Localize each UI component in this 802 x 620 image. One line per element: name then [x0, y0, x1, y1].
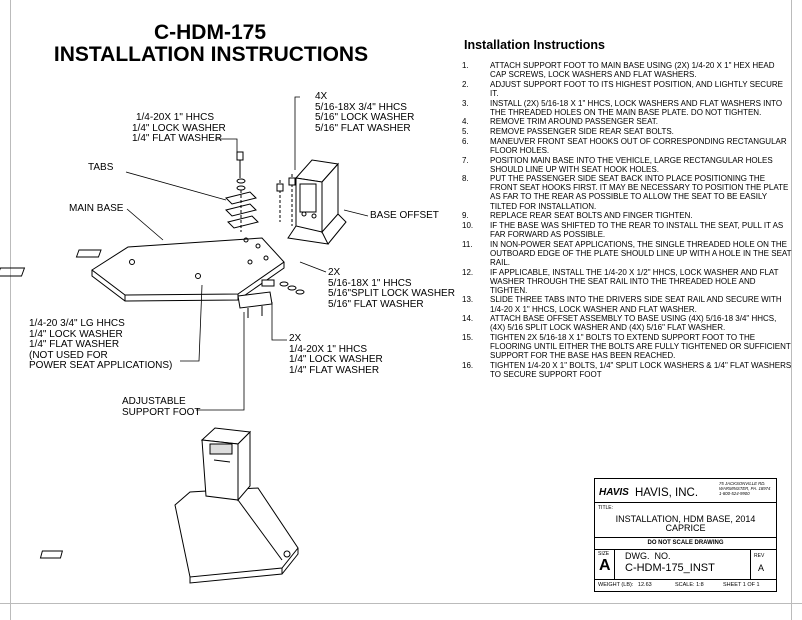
revision: A: [758, 563, 765, 573]
callout-base-offset: BASE OFFSET: [370, 210, 439, 221]
step-number: 11.: [462, 239, 473, 249]
step-number: 10.: [462, 220, 474, 230]
instruction-step: 1. ATTACH SUPPORT FOOT TO MAIN BASE USING…: [462, 61, 792, 79]
step-number: 8.: [462, 174, 469, 184]
top-bolt-stack: [236, 151, 246, 232]
step-text: REMOVE TRIM AROUND PASSENGER SEAT.: [490, 117, 659, 127]
step-number: 6.: [462, 136, 469, 146]
step-text: ADJUST SUPPORT FOOT TO ITS HIGHEST POSIT…: [490, 79, 783, 98]
callout-adjustable-foot: ADJUSTABLE SUPPORT FOOT: [122, 396, 201, 418]
callout-main-base: MAIN BASE: [69, 203, 124, 214]
instruction-step: 2. ADJUST SUPPORT FOOT TO ITS HIGHEST POS…: [462, 80, 792, 98]
step-number: 7.: [462, 155, 469, 165]
rev-label: REV: [754, 553, 765, 559]
step-number: 12.: [462, 267, 474, 277]
instructions-heading: Installation Instructions: [464, 38, 605, 52]
instruction-step: 14. ATTACH BASE OFFSET ASSEMBLY TO BASE U…: [462, 314, 792, 332]
title-label: TITLE:: [598, 505, 614, 511]
step-text: PUT THE PASSENGER SIDE SEAT BACK INTO PL…: [490, 174, 789, 211]
frame-line: [0, 603, 802, 604]
step-text: REPLACE REAR SEAT BOLTS AND FINGER TIGHT…: [490, 211, 693, 221]
drawing-title-line1: INSTALLATION, HDM BASE, 2014: [615, 514, 756, 524]
instructions-list: 1. ATTACH SUPPORT FOOT TO MAIN BASE USING…: [462, 61, 792, 380]
instruction-step: 16. TIGHTEN 1/4-20 X 1" BOLTS, 1/4" SPLIT…: [462, 361, 792, 379]
step-text: POSITION MAIN BASE INTO THE VEHICLE, LAR…: [490, 155, 773, 174]
callout-hhcs-top: 1/4-20X 1" HHCS 1/4" LOCK WASHER 1/4" FL…: [132, 112, 226, 144]
instruction-step: 3. INSTALL (2X) 5/16-18 X 1" HHCS, LOCK W…: [462, 99, 792, 117]
frame-line: [10, 0, 11, 620]
no-scale-notice: DO NOT SCALE DRAWING: [647, 540, 724, 546]
step-text: IN NON-POWER SEAT APPLICATIONS, THE SING…: [490, 239, 792, 267]
step-number: 13.: [462, 295, 474, 305]
step-text: IF APPLICABLE, INSTALL THE 1/4-20 X 1/2"…: [490, 267, 779, 295]
part-number-title: C-HDM-175: [153, 21, 266, 44]
step-number: 16.: [462, 360, 474, 370]
step-text: TIGHTEN 1/4-20 X 1" BOLTS, 1/4" SPLIT LO…: [490, 360, 792, 379]
weight: WEIGHT (LB): 12.63: [598, 582, 652, 588]
instruction-step: 15. TIGHTEN 2X 5/16-18 X 1" BOLTS TO EXTE…: [462, 333, 792, 360]
scale: SCALE: 1:8: [675, 582, 704, 588]
instruction-step: 9. REPLACE REAR SEAT BOLTS AND FINGER TIG…: [462, 211, 792, 220]
offset-bolts: [276, 174, 296, 226]
callout-2x-516-bolts: 2X 5/16-18X 1" HHCS 5/16"SPLIT LOCK WASH…: [328, 267, 455, 310]
title-block: HAVIS HAVIS, INC. 75 JACKSONVILLE RD. WA…: [594, 478, 777, 592]
base-offset-bracket: [287, 159, 347, 245]
step-text: IF THE BASE WAS SHIFTED TO THE REAR TO I…: [490, 220, 784, 240]
callout-tabs: TABS: [88, 162, 114, 173]
assembled-view: [39, 427, 299, 584]
company-name: HAVIS, INC.: [635, 487, 699, 499]
instruction-step: 6. MANEUVER FRONT SEAT HOOKS OUT OF CORRE…: [462, 137, 792, 155]
step-number: 1.: [462, 61, 469, 70]
dwg-no-label: DWG. NO.: [625, 551, 671, 561]
drawing-title-line2: CAPRICE: [665, 523, 706, 533]
instruction-step: 8. PUT THE PASSENGER SIDE SEAT BACK INTO …: [462, 174, 792, 210]
size-label: SIZE: [598, 551, 610, 557]
instruction-step: 10. IF THE BASE WAS SHIFTED TO THE REAR T…: [462, 221, 792, 239]
drawing-number: C-HDM-175_INST: [625, 562, 715, 574]
step-text: INSTALL (2X) 5/16-18 X 1" HHCS, LOCK WAS…: [490, 98, 783, 117]
step-number: 14.: [462, 314, 474, 324]
step-text: REMOVE PASSENGER SIDE REAR SEAT BOLTS.: [490, 127, 674, 137]
callout-4x-bolts: 4X 5/16-18X 3/4" HHCS 5/16" LOCK WASHER …: [315, 91, 415, 134]
instruction-step: 12. IF APPLICABLE, INSTALL THE 1/4-20 X 1…: [462, 268, 792, 295]
havis-logo: HAVIS: [599, 487, 629, 498]
step-text: MANEUVER FRONT SEAT HOOKS OUT OF CORRESP…: [490, 136, 787, 155]
main-base-plate: [0, 237, 285, 302]
step-number: 4.: [462, 117, 469, 127]
instruction-step: 5. REMOVE PASSENGER SIDE REAR SEAT BOLTS.: [462, 127, 792, 136]
step-text: ATTACH SUPPORT FOOT TO MAIN BASE USING (…: [490, 61, 775, 80]
step-text: ATTACH BASE OFFSET ASSEMBLY TO BASE USIN…: [490, 314, 777, 333]
instruction-step: 4. REMOVE TRIM AROUND PASSENGER SEAT.: [462, 117, 792, 126]
instruction-step: 7. POSITION MAIN BASE INTO THE VEHICLE, L…: [462, 156, 792, 174]
company-address: 75 JACKSONVILLE RD. WARMINSTER, PA. 1897…: [719, 481, 771, 497]
instruction-step: 11. IN NON-POWER SEAT APPLICATIONS, THE S…: [462, 240, 792, 267]
callout-hhcs-lg: 1/4-20 3/4" LG HHCS 1/4" LOCK WASHER 1/4…: [29, 318, 173, 371]
step-number: 3.: [462, 98, 469, 108]
frame-line: [791, 0, 792, 620]
leader-lines: [125, 96, 369, 411]
tabs-part: [225, 191, 259, 229]
callout-2x-14-bolts: 2X 1/4-20X 1" HHCS 1/4" LOCK WASHER 1/4"…: [289, 333, 383, 376]
step-text: TIGHTEN 2X 5/16-18 X 1" BOLTS TO EXTEND …: [490, 333, 791, 361]
sheet-size: A: [599, 557, 611, 574]
instruction-step: 13. SLIDE THREE TABS INTO THE DRIVERS SID…: [462, 295, 792, 313]
step-number: 5.: [462, 127, 469, 137]
step-number: 9.: [462, 211, 469, 221]
step-text: SLIDE THREE TABS INTO THE DRIVERS SIDE S…: [490, 295, 782, 314]
document-title: INSTALLATION INSTRUCTIONS: [53, 43, 369, 66]
support-foot: [237, 279, 305, 318]
step-number: 2.: [462, 79, 469, 89]
sheet-number: SHEET 1 OF 1: [723, 582, 760, 588]
step-number: 15.: [462, 333, 474, 343]
